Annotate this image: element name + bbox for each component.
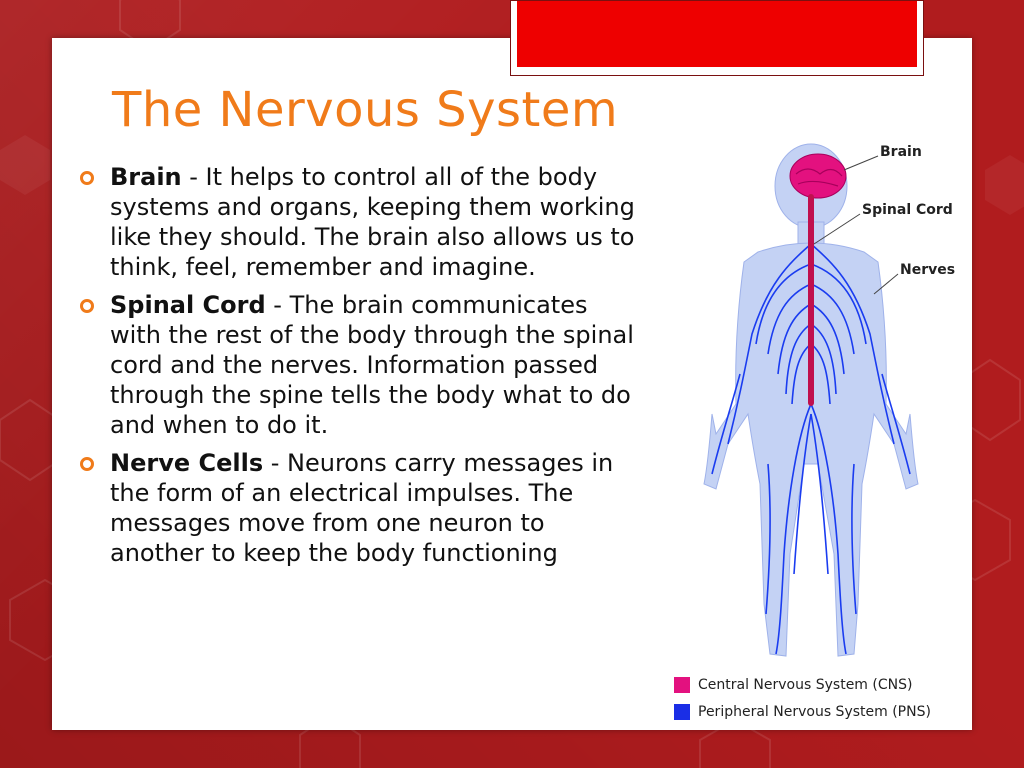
- bullet-text: - Neurons carry messages in the form of …: [110, 449, 614, 567]
- peripheral-nerves: [711, 243, 911, 655]
- bullet-circle-icon: [80, 299, 94, 313]
- brain-label: Brain: [880, 144, 922, 160]
- bullet-item-spinal-cord: Spinal Cord - The brain communicates wit…: [80, 290, 640, 440]
- bullet-term: Spinal Cord: [110, 291, 266, 319]
- legend-label-pns: Peripheral Nervous System (PNS): [698, 704, 931, 720]
- bullet-item-brain: Brain - It helps to control all of the b…: [80, 162, 640, 282]
- bullet-item-nerve-cells: Nerve Cells - Neurons carry messages in …: [80, 448, 640, 568]
- bullet-term: Nerve Cells: [110, 449, 264, 477]
- legend-label-cns: Central Nervous System (CNS): [698, 677, 913, 693]
- bullet-text: - The brain communicates with the rest o…: [110, 291, 634, 439]
- bullet-list: Brain - It helps to control all of the b…: [80, 162, 640, 576]
- label-pointer-lines: [813, 155, 899, 295]
- bullet-circle-icon: [80, 171, 94, 185]
- spinal-cord-label: Spinal Cord: [862, 202, 953, 218]
- legend-swatch-pns: [674, 704, 690, 720]
- nerves-label: Nerves: [900, 262, 956, 278]
- bullet-text: - It helps to control all of the body sy…: [110, 163, 635, 281]
- bullet-term: Brain: [110, 163, 182, 191]
- bullet-circle-icon: [80, 457, 94, 471]
- slide-title: The Nervous System: [112, 82, 619, 138]
- nervous-system-figure: Brain Spinal Cord Nerves Central Nervous…: [648, 134, 970, 734]
- legend-swatch-cns: [674, 677, 690, 693]
- body-illustration: [703, 143, 919, 657]
- central-nervous-system: [789, 153, 847, 406]
- header-accent-box: [510, 0, 924, 76]
- header-accent-fill: [517, 1, 917, 67]
